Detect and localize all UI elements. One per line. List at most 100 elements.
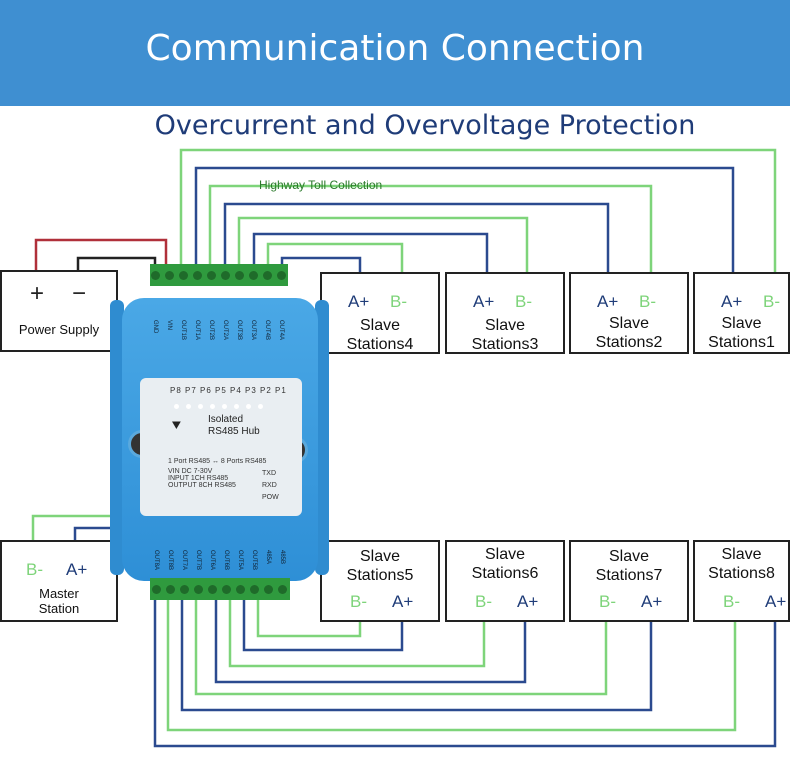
terminal-screw xyxy=(207,271,216,280)
port-led xyxy=(234,404,239,409)
slave-label-1: Slave xyxy=(721,315,762,332)
txd-label: TXD xyxy=(262,470,276,477)
slave-a-pin: A+ xyxy=(517,592,539,611)
din-rail-right xyxy=(315,300,329,575)
terminal-label: OUT1A xyxy=(194,320,200,341)
slave-station-5: Slave Stations5 B- A+ xyxy=(320,540,440,622)
spec-input: INPUT 1CH RS485 xyxy=(168,475,229,482)
wire-out5b xyxy=(256,598,362,638)
slave-station-7: Slave Stations7 B- A+ xyxy=(569,540,689,622)
port-mapping-text: 1 Port RS485 ↔ 8 Ports RS485 xyxy=(168,458,267,465)
slave-label-2: Stations8 xyxy=(708,565,775,582)
terminal-screw xyxy=(208,585,217,594)
wire-out7b xyxy=(194,598,608,696)
slave-label-2: Stations3 xyxy=(471,336,539,353)
subtitle: Overcurrent and Overvoltage Protection xyxy=(154,110,696,141)
slave-station-1: A+ B- Slave Stations1 xyxy=(693,272,790,354)
terminal-label: VIN xyxy=(166,320,172,331)
terminal-label: OUT3B xyxy=(236,320,242,341)
slave-a-pin: A+ xyxy=(721,292,743,311)
terminal-label: OUT6B xyxy=(223,550,229,571)
terminal-screw xyxy=(222,585,231,594)
slave-station-2: A+ B- Slave Stations2 xyxy=(569,272,689,354)
slave-label-2: Stations2 xyxy=(595,334,663,351)
terminal-screw xyxy=(264,585,273,594)
slave-b-pin: B- xyxy=(599,592,616,611)
terminal-label: 485A xyxy=(265,550,271,565)
device-faceplate xyxy=(140,378,302,516)
wire-out8b xyxy=(166,598,737,732)
master-label-2: Station xyxy=(38,601,80,616)
power-supply-box: + − Power Supply xyxy=(0,270,118,352)
terminal-screw xyxy=(194,585,203,594)
wire-out2b xyxy=(208,184,653,272)
master-station-box: B- A+ Master Station xyxy=(0,540,118,622)
top-terminal-block xyxy=(150,264,288,286)
bottom-terminal-block xyxy=(150,578,290,600)
wire-out3b xyxy=(237,216,529,272)
slave-b-pin: B- xyxy=(515,292,532,311)
rxd-label: RXD xyxy=(262,482,277,489)
terminal-screw xyxy=(235,271,244,280)
slave-b-pin: B- xyxy=(763,292,780,311)
terminal-label: OUT7B xyxy=(195,550,201,571)
slave-a-pin: A+ xyxy=(641,592,663,611)
terminal-screw xyxy=(152,585,161,594)
power-ground-wire xyxy=(76,256,157,270)
slave-a-pin: A+ xyxy=(765,592,787,611)
slave-a-pin: A+ xyxy=(597,292,619,311)
wire-out6a xyxy=(214,598,527,684)
slave-label-2: Stations7 xyxy=(595,567,663,584)
wire-out1a xyxy=(194,166,735,272)
terminal-screw xyxy=(250,585,259,594)
power-supply-label: Power Supply xyxy=(18,322,100,337)
slave-b-pin: B- xyxy=(390,292,407,311)
slave-a-pin: A+ xyxy=(392,592,414,611)
device-name: Isolated RS485 Hub xyxy=(208,414,260,438)
terminal-screw xyxy=(221,271,230,280)
wire-out4b xyxy=(266,242,404,272)
minus-terminal: − xyxy=(72,280,87,307)
terminal-screw xyxy=(277,271,286,280)
slave-label-2: Stations6 xyxy=(471,565,539,582)
port-led xyxy=(258,404,263,409)
spec-vin: VIN DC 7-30V xyxy=(168,468,213,475)
terminal-label: OUT8B xyxy=(167,550,173,571)
master-label-1: Master xyxy=(39,586,79,601)
slave-station-3: A+ B- Slave Stations3 xyxy=(445,272,565,354)
terminal-label: OUT6A xyxy=(209,550,215,571)
port-led xyxy=(246,404,251,409)
slave-station-6: Slave Stations6 B- A+ xyxy=(445,540,565,622)
wire-out3a xyxy=(252,232,489,272)
terminal-label: OUT2B xyxy=(208,320,214,341)
slave-label-1: Slave xyxy=(608,315,650,332)
terminal-label: 485B xyxy=(279,550,285,565)
brand-logo-icon: ⯆ xyxy=(170,418,183,435)
din-rail-left xyxy=(110,300,124,575)
device-spec-panel: 1 Port RS485 ↔ 8 Ports RS485 VIN DC 7-30… xyxy=(168,458,266,489)
wire-out1b xyxy=(179,148,777,272)
spec-output: OUTPUT 8CH RS485 xyxy=(168,482,236,489)
wire-out2a xyxy=(223,202,610,272)
terminal-screw xyxy=(236,585,245,594)
device-name-line1: Isolated xyxy=(208,414,244,425)
wire-out5a xyxy=(242,598,404,652)
terminal-label: GND xyxy=(152,320,158,334)
wire-out7a xyxy=(180,598,653,712)
terminal-label: OUT1B xyxy=(180,320,186,341)
slave-label-2: Stations1 xyxy=(708,334,775,351)
device-name-line2: RS485 Hub xyxy=(208,426,260,437)
highway-annotation: Highway Toll Collection xyxy=(259,178,383,192)
port-led xyxy=(210,404,215,409)
terminal-label: OUT2A xyxy=(222,320,228,341)
port-led xyxy=(186,404,191,409)
slave-label-1: Slave xyxy=(608,548,650,565)
terminal-screw xyxy=(193,271,202,280)
slave-station-4: A+ B- Slave Stations4 xyxy=(320,272,440,354)
slave-station-8: Slave Stations8 B- A+ xyxy=(693,540,790,622)
page-title: Communication Connection xyxy=(145,28,645,69)
slave-label-2: Stations5 xyxy=(346,567,414,584)
slave-a-pin: A+ xyxy=(473,292,495,311)
slave-b-pin: B- xyxy=(723,592,740,611)
